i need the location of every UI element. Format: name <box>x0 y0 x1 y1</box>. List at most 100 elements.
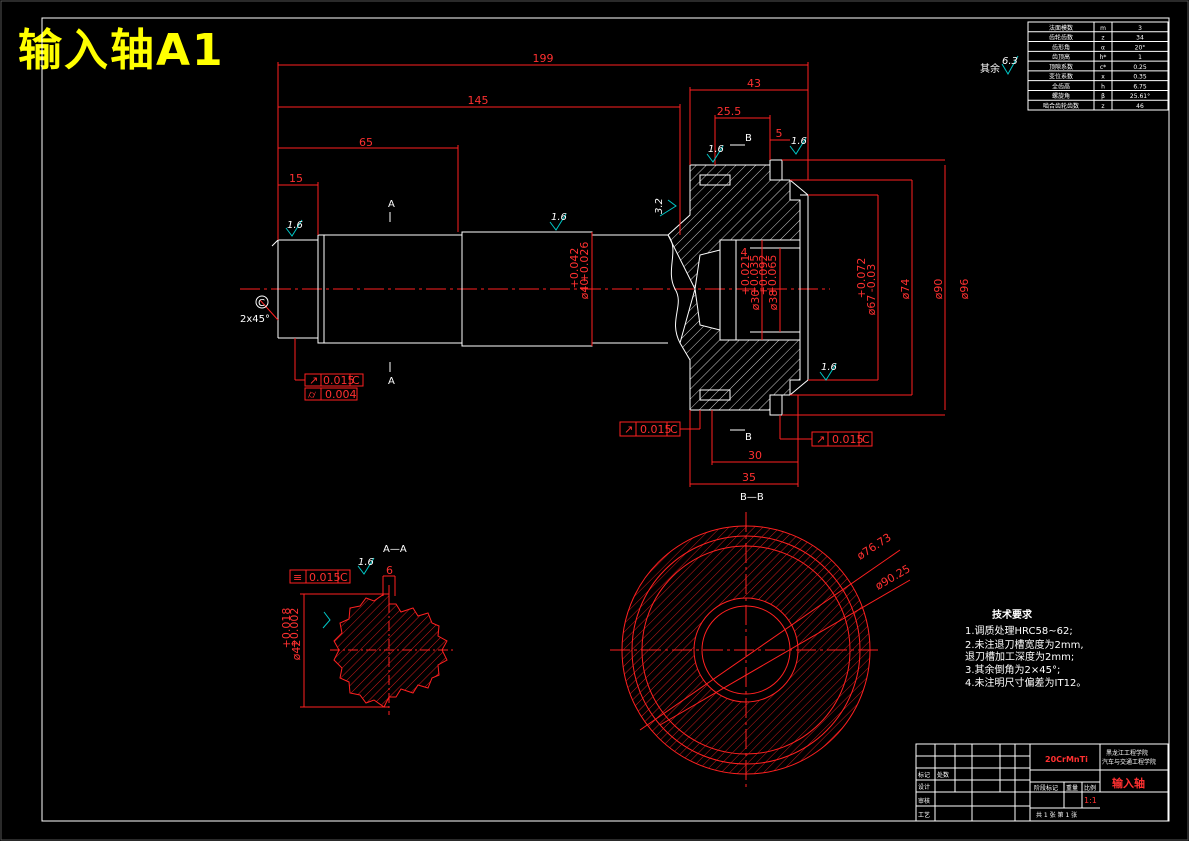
section-aa-view: A—A 6 0.015 C ≡ ø42 +0.018 +0.002 1.6 <box>280 544 455 715</box>
param-cell: z <box>1101 35 1104 42</box>
title-block: 20CrMnTi 黑龙江工程学院 汽车与交通工程学院 输入轴 标记 处数 设计 … <box>915 743 1169 822</box>
param-cell: α <box>1101 44 1105 51</box>
sym-datum-aa: C <box>340 571 348 584</box>
runout-symbol-icon-3: ↗ <box>816 433 825 446</box>
param-cell: 螺旋角 <box>1052 92 1070 100</box>
param-cell: 25.61° <box>1130 93 1150 100</box>
param-cell: 3 <box>1138 25 1142 32</box>
svg-text:6.3: 6.3 <box>1002 56 1018 67</box>
dim-d30-up: +0.021 <box>739 255 752 296</box>
tech-item-4: 3.其余倒角为2×45°; <box>965 663 1060 676</box>
section-bb-view: B—B ø76.73 ø90.25 <box>610 492 913 790</box>
dim-43: 43 <box>747 77 761 90</box>
dim-d90: ø90 <box>932 279 945 300</box>
dim-d38-lo: +0.065 <box>766 255 779 296</box>
dim-30: 30 <box>748 449 762 462</box>
param-cell: 46 <box>1136 103 1144 110</box>
svg-text:3.2: 3.2 <box>654 198 665 214</box>
tb-scale: 比例 <box>1084 784 1096 792</box>
tech-item-3: 退刀槽加工深度为2mm; <box>965 650 1074 663</box>
dim-4: 4 <box>741 246 748 259</box>
dim-d96: ø96 <box>958 279 971 300</box>
svg-text:其余: 其余 <box>980 62 1000 75</box>
chamfer-label: 2x45° <box>240 314 270 325</box>
runout-datum-3: C <box>862 433 870 446</box>
dim-d74: ø74 <box>899 279 912 300</box>
dim-d67: ø67 <box>865 295 878 316</box>
param-cell: 齿轮齿数 <box>1049 34 1073 42</box>
dim-d42-lo: +0.002 <box>288 608 301 649</box>
dim-25-5: 25.5 <box>717 105 742 118</box>
dim-d67-up: +0.072 <box>855 258 868 299</box>
tb-weight: 重量 <box>1066 784 1078 792</box>
symmetry-icon: ≡ <box>293 571 302 584</box>
param-cell: h* <box>1100 54 1107 61</box>
part-name: 输入轴 <box>1112 776 1145 790</box>
roughness-symbol-2: 1.6 <box>549 212 567 231</box>
param-cell: 全齿高 <box>1052 82 1070 90</box>
param-cell: 20° <box>1135 44 1146 51</box>
roughness-symbol-1: 1.6 <box>285 219 303 237</box>
param-cell: z <box>1101 103 1104 110</box>
runout-symbol-icon-2: ↗ <box>624 423 633 436</box>
runout-datum-1: C <box>352 374 360 387</box>
dim-145: 145 <box>468 94 489 107</box>
tech-heading: 技术要求 <box>992 608 1033 621</box>
dim-35: 35 <box>742 471 756 484</box>
dim-d40-lo: +0.026 <box>578 242 591 283</box>
dim-d30: ø30 <box>749 290 762 311</box>
roughness-symbol-4: 1.6 <box>789 136 807 155</box>
param-cell: β <box>1101 93 1105 100</box>
roughness-symbol-rest: 6.3 其余 <box>980 55 1019 75</box>
dim-199: 199 <box>533 52 554 65</box>
runout-value-1: 0.015 <box>323 374 355 387</box>
param-cell: m <box>1100 25 1106 32</box>
svg-text:1.6: 1.6 <box>791 136 807 147</box>
runout-symbol-icon: ↗ <box>309 374 318 387</box>
param-cell: 法面模数 <box>1049 24 1073 32</box>
param-cell: h <box>1101 83 1105 90</box>
tb-stage: 阶段标记 <box>1034 784 1058 792</box>
tech-item-5: 4.未注明尺寸偏差为IT12。 <box>965 676 1086 689</box>
tb-design: 设计 <box>918 783 930 791</box>
dim-d30-lo: +0.035 <box>748 255 761 296</box>
param-cell: 0.25 <box>1133 64 1147 71</box>
param-cell: 1 <box>1138 54 1142 61</box>
runout-value-2: 0.015 <box>640 423 672 436</box>
param-cell: 齿顶高 <box>1052 53 1070 61</box>
section-b-bot: B <box>745 432 752 443</box>
tb-process: 工艺 <box>918 811 930 819</box>
param-cell: 变位系数 <box>1049 73 1073 81</box>
dim-d42-up: +0.018 <box>280 608 293 649</box>
tech-requirements: 技术要求 1.调质处理HRC58~62; 2.未注退刀槽宽度为2mm, 退刀槽加… <box>965 608 1086 689</box>
roughness-symbol-5: 1.6 <box>819 362 837 381</box>
tb-mark: 标记 <box>918 771 930 779</box>
section-a-bot: A <box>388 376 395 387</box>
dim-d40-up: +0.042 <box>568 248 581 289</box>
param-cell: x <box>1101 74 1105 81</box>
tb-check: 审核 <box>918 797 930 805</box>
svg-text:1.6: 1.6 <box>358 557 374 568</box>
material-label: 20CrMnTi <box>1045 755 1088 764</box>
param-cell: 34 <box>1136 35 1144 42</box>
section-a-top: A <box>388 199 395 210</box>
tech-item-1: 1.调质处理HRC58~62; <box>965 625 1073 637</box>
dim-15: 15 <box>289 172 303 185</box>
roughness-symbol-aa: 1.6 <box>357 557 375 575</box>
roughness-symbol-aa2 <box>322 611 331 629</box>
param-cell: 6.75 <box>1133 83 1147 90</box>
runout-value-3: 0.015 <box>832 433 864 446</box>
cyl-value: 0.004 <box>325 388 357 401</box>
tech-item-2: 2.未注退刀槽宽度为2mm, <box>965 638 1084 651</box>
sym-value-aa: 0.015 <box>309 571 341 584</box>
drawing-title: 输入轴A1 <box>18 25 225 76</box>
param-cell: 0.35 <box>1133 74 1147 81</box>
school-line2: 汽车与交通工程学院 <box>1102 758 1156 766</box>
cylindricity-icon: ⌭ <box>308 388 316 401</box>
runout-datum-2: C <box>670 423 678 436</box>
dim-d38-up: +0.092 <box>757 255 770 296</box>
section-bb-label: B—B <box>740 492 764 503</box>
svg-text:1.6: 1.6 <box>551 212 567 223</box>
dim-5: 5 <box>776 127 783 140</box>
